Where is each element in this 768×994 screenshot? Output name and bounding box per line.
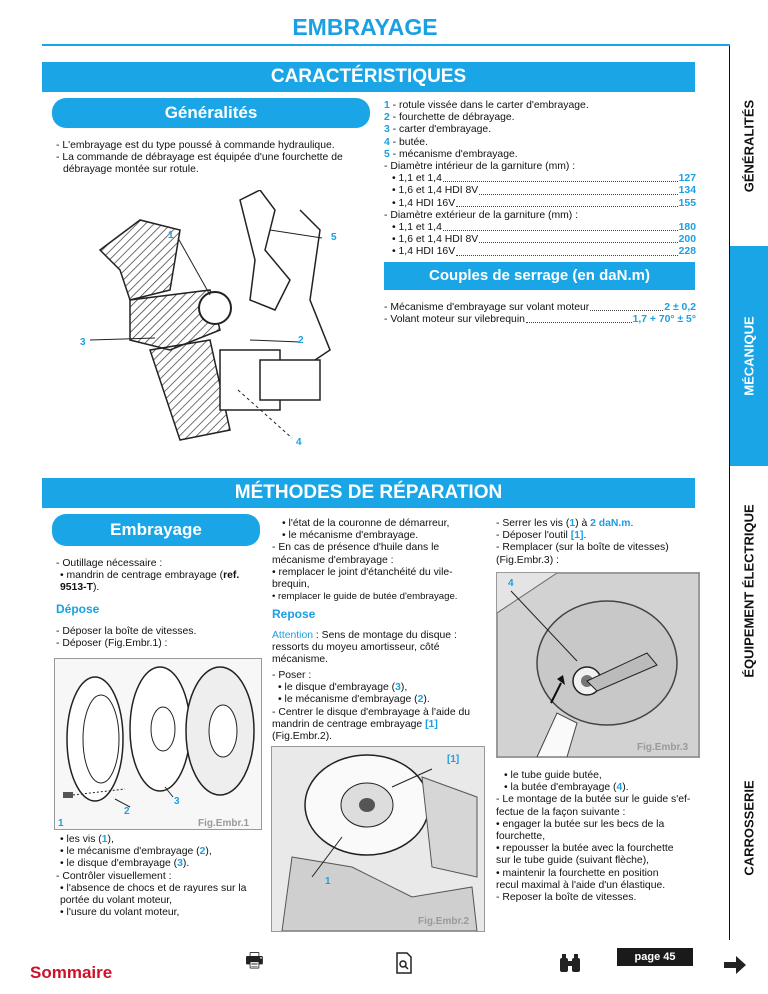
attention-text: Attention : Sens de montage du disque : … <box>272 630 457 666</box>
fig1-callout-2: 2 <box>124 806 130 817</box>
outillage-text: - Outillage nécessaire : • mandrin de ce… <box>56 558 240 594</box>
diagram-callout-1: 1 <box>168 230 174 241</box>
next-page-arrow-icon[interactable] <box>724 956 746 980</box>
side-tab-generalites[interactable]: GÉNÉRALITÉS <box>729 46 768 246</box>
generalites-text: - L'embrayage est du type poussé à comma… <box>56 140 343 176</box>
caracteristiques-legend: 1 - rotule vissée dans le carter d'embra… <box>384 100 696 258</box>
diagram-callout-3: 3 <box>80 337 86 348</box>
diagram-callout-4: 4 <box>296 437 302 448</box>
title-rule <box>42 44 730 46</box>
methodes-header: MÉTHODES DE RÉPARATION <box>42 478 695 508</box>
side-tab-carrosserie[interactable]: CARROSSERIE <box>729 716 768 940</box>
caracteristiques-header: CARACTÉRISTIQUES <box>42 62 695 92</box>
couples-header: Couples de serrage (en daN.m) <box>384 262 695 290</box>
col3-top-text: - Serrer les vis (1) à 2 daN.m. - Dépose… <box>496 518 669 566</box>
fig3-callout-4: 4 <box>508 578 514 589</box>
fig3-label: Fig.Embr.3 <box>637 742 689 753</box>
page-title: EMBRAYAGE <box>292 14 438 40</box>
fig1-callout-3: 3 <box>174 796 180 807</box>
page-number: page 45 <box>617 948 693 966</box>
diagram-callout-5: 5 <box>331 232 337 243</box>
fig-embr-2 <box>271 746 485 932</box>
fig1-label: Fig.Embr.1 <box>198 818 250 829</box>
fig2-label: Fig.Embr.2 <box>418 916 470 927</box>
depose-header: Dépose <box>56 602 100 616</box>
search-document-icon[interactable] <box>395 952 413 980</box>
generalites-header: Généralités <box>52 98 370 128</box>
binoculars-icon[interactable] <box>558 954 582 980</box>
print-icon[interactable]: 🖶 <box>245 950 264 972</box>
repose-header: Repose <box>272 607 316 621</box>
col2-top-text: • l'état de la couronne de démarreur, • … <box>272 518 458 603</box>
sommaire-link[interactable]: Sommaire <box>30 963 113 982</box>
embrayage-header: Embrayage <box>52 514 260 546</box>
poser-text: - Poser : • le disque d'embrayage (3), •… <box>272 670 471 743</box>
diagram-callout-2: 2 <box>298 335 304 346</box>
fig2-callout-1: 1 <box>325 876 331 887</box>
side-tab-mecanique[interactable]: MÉCANIQUE <box>729 246 768 466</box>
side-tab-equipement[interactable]: ÉQUIPEMENT ÉLECTRIQUE <box>729 466 768 716</box>
fig1-callout-1: 1 <box>58 818 64 829</box>
couples-list: - Mécanisme d'embrayage sur volant moteu… <box>384 302 696 326</box>
col1-bottom-text: • les vis (1), • le mécanisme d'embrayag… <box>56 834 247 919</box>
col3-bottom-text: • le tube guide butée, • la butée d'embr… <box>496 770 691 904</box>
fig-embr-1 <box>54 658 262 830</box>
clutch-section-diagram <box>60 190 380 460</box>
fig2-callout-tool: [1] <box>447 754 460 765</box>
depose-text: - Déposer la boîte de vitesses. - Dépose… <box>56 626 197 650</box>
fig-embr-3 <box>496 572 700 758</box>
